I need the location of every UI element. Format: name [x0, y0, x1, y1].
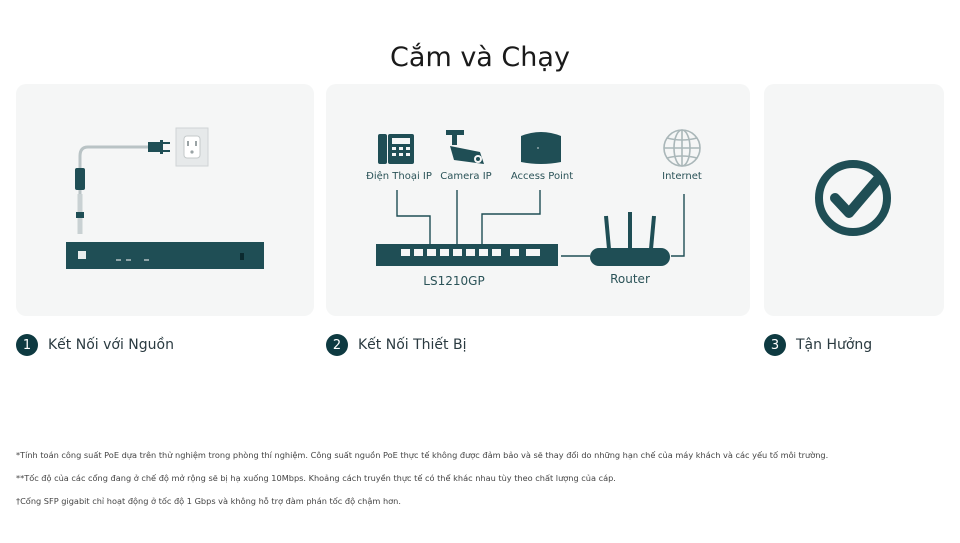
step-enjoy: 3 Tận Hưởng: [764, 334, 872, 356]
checkmark-illustration: [815, 160, 891, 236]
step-number-badge: 2: [326, 334, 348, 356]
router-icon: [590, 212, 670, 266]
network-cables: [396, 190, 685, 257]
panel-connect-power: [16, 84, 314, 316]
step-connect-devices: 2 Kết Nối Thiết Bị: [326, 334, 466, 356]
power-illustration: [66, 127, 264, 269]
router-label: Router: [610, 272, 650, 286]
step-label: Kết Nối với Nguồn: [48, 337, 174, 353]
step-number-badge: 3: [764, 334, 786, 356]
switch-device-icon: [66, 242, 264, 269]
panel-connect-devices: Điện Thoại IP Camera IP Access Point Int…: [326, 84, 750, 316]
internet-globe-icon: [663, 129, 701, 167]
access-point-icon: [521, 132, 561, 164]
step-connect-power: 1 Kết Nối với Nguồn: [16, 334, 174, 356]
step-number-badge: 1: [16, 334, 38, 356]
wall-outlet-icon: [175, 127, 209, 167]
footnotes: *Tính toán công suất PoE dựa trên thử ng…: [16, 450, 946, 519]
footnote-extend-mode: **Tốc độ của các cổng đang ở chế độ mở r…: [16, 473, 616, 483]
ip-phone-icon: [378, 134, 414, 164]
step-label: Kết Nối Thiết Bị: [358, 337, 467, 353]
power-plug-icon: [148, 140, 170, 154]
footnote-poe: *Tính toán công suất PoE dựa trên thử ng…: [16, 450, 829, 460]
network-illustration: Điện Thoại IP Camera IP Access Point Int…: [366, 129, 702, 288]
switch-model-label: LS1210GP: [423, 274, 484, 288]
footnote-sfp: †Cổng SFP gigabit chỉ hoạt động ở tốc độ…: [16, 496, 401, 506]
ip-camera-icon: [446, 130, 484, 164]
device-label-ip-camera: Camera IP: [440, 171, 491, 182]
page-title: Cắm và Chạy: [390, 42, 570, 74]
step-label: Tận Hưởng: [796, 337, 873, 353]
device-label-access-point: Access Point: [511, 171, 573, 182]
checkmark-circle-icon: [815, 160, 891, 236]
switch-device-icon: [376, 244, 558, 266]
panel-enjoy: [764, 84, 944, 316]
device-label-ip-phone: Điện Thoại IP: [366, 170, 432, 182]
device-label-internet: Internet: [662, 171, 702, 182]
